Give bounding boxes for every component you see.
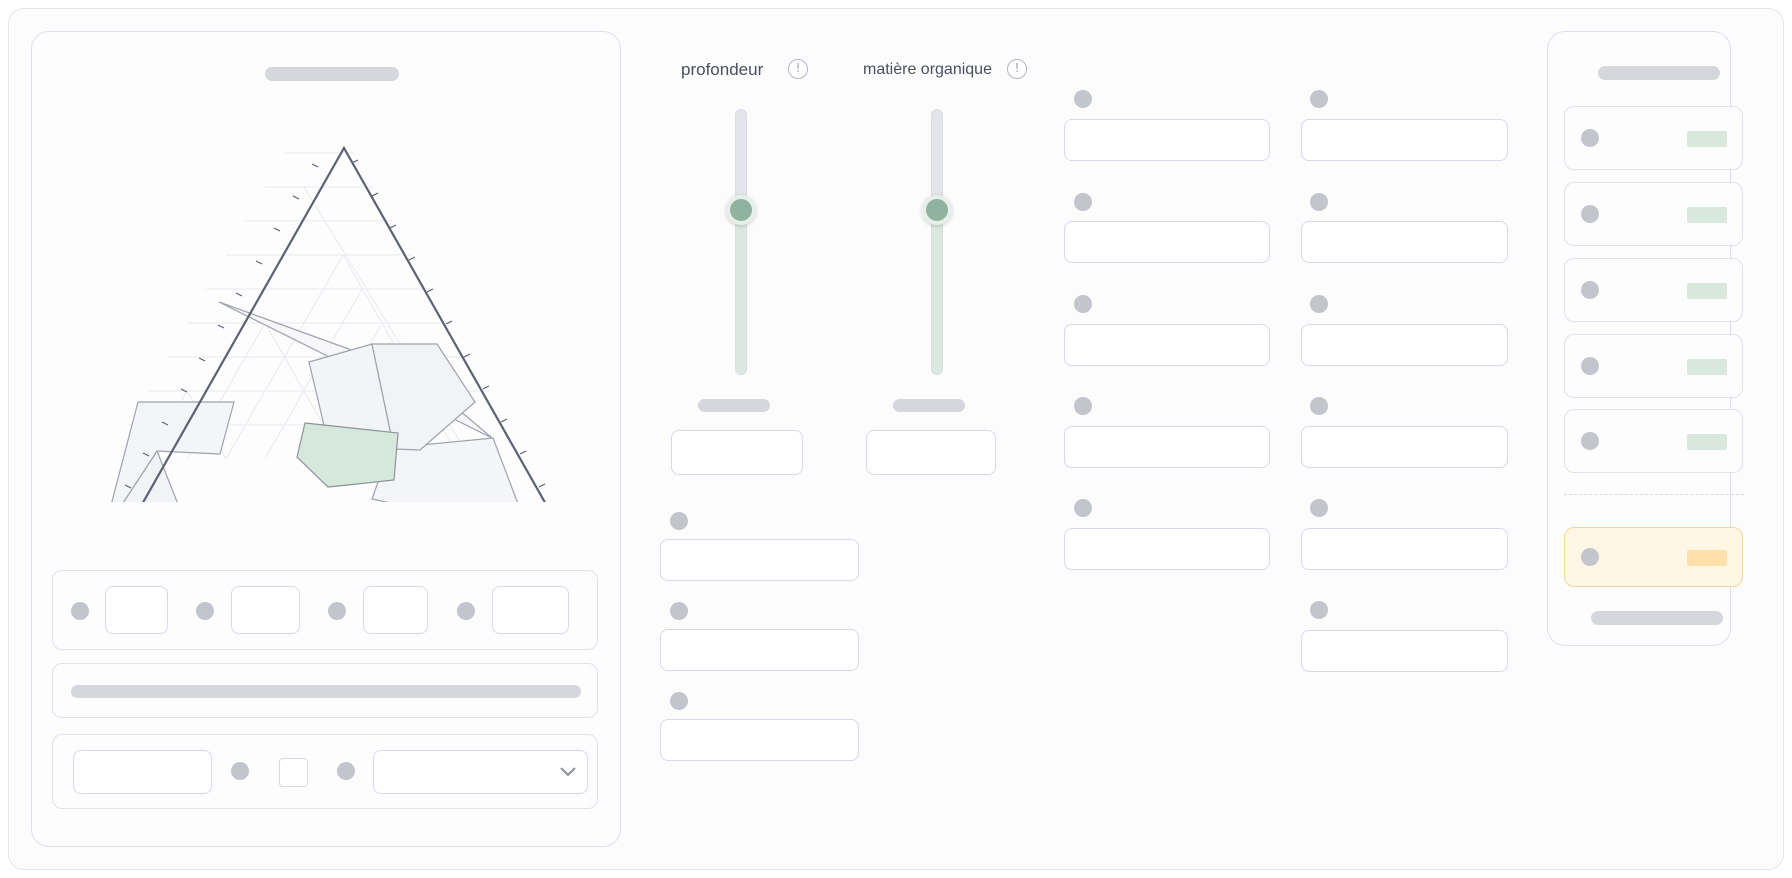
depth-slider-label: profondeur [681,60,764,79]
silt-input[interactable] [231,586,300,634]
organic-matter-slider[interactable] [915,109,959,384]
field-label-placeholder [1074,499,1092,517]
field-label-placeholder [1310,499,1328,517]
option-checkbox[interactable] [279,758,308,787]
texture-result-card [52,663,598,718]
clay-label-placeholder [328,602,346,620]
clay-input[interactable] [363,586,428,634]
triangle-outline [142,145,546,502]
field-label-placeholder [670,602,688,620]
result-item-swatch [1687,283,1727,299]
result-item-marker [1581,432,1599,450]
result-item-swatch [1687,550,1727,566]
result-item[interactable] [1564,409,1743,473]
results-footer-placeholder [1591,611,1723,625]
form-input-a3[interactable] [1064,324,1270,366]
region-silty-clay [371,343,476,451]
field-label-placeholder [1310,601,1328,619]
sand-input[interactable] [105,586,168,634]
field-label-placeholder [670,692,688,710]
result-item-marker [1581,129,1599,147]
form-input-b1[interactable] [1301,119,1508,161]
options-card [52,734,598,809]
app-window: profondeur ! matière organique ! [8,8,1784,870]
sand-label-placeholder [71,602,89,620]
info-icon[interactable]: ! [1007,59,1027,79]
parameter-input-1[interactable] [660,539,859,581]
result-item-highlighted[interactable] [1564,527,1743,587]
triangle-panel-title-placeholder [265,67,399,81]
organic-slider-track [931,109,943,375]
field-label-placeholder [1074,397,1092,415]
form-input-b6[interactable] [1301,630,1508,672]
gravel-input[interactable] [492,586,569,634]
form-input-b4[interactable] [1301,426,1508,468]
field-label-placeholder [1074,295,1092,313]
result-item[interactable] [1564,182,1743,246]
option-select[interactable] [373,750,588,794]
fraction-inputs-card [52,570,598,650]
result-item-marker [1581,205,1599,223]
texture-result-placeholder [71,685,581,698]
result-item-swatch [1687,131,1727,147]
form-input-a1[interactable] [1064,119,1270,161]
region-loam-selected [296,422,399,488]
depth-slider[interactable] [719,109,763,384]
field-label-placeholder [1074,193,1092,211]
axis-ticks [124,159,546,489]
result-item-swatch [1687,359,1727,375]
field-label-placeholder [1310,397,1328,415]
result-item-swatch [1687,434,1727,450]
info-icon[interactable]: ! [788,59,808,79]
field-label-placeholder [1310,193,1328,211]
soil-texture-triangle[interactable] [32,32,622,502]
result-item-marker [1581,548,1599,566]
field-label-placeholder [1310,295,1328,313]
depth-value-caption [698,399,770,412]
organic-value-input[interactable] [866,430,996,475]
form-input-a2[interactable] [1064,221,1270,263]
results-divider [1564,494,1744,495]
result-item-marker [1581,357,1599,375]
parameter-input-3[interactable] [660,719,859,761]
region-sandy-loam [111,401,235,502]
field-label-placeholder [1310,90,1328,108]
result-item[interactable] [1564,334,1743,398]
results-panel-title-placeholder [1598,66,1720,80]
results-panel [1547,31,1744,646]
form-input-b2[interactable] [1301,221,1508,263]
result-item-swatch [1687,207,1727,223]
organic-matter-slider-label: matière organique [863,61,992,78]
depth-value-input[interactable] [671,430,803,475]
result-item[interactable] [1564,106,1743,170]
silt-label-placeholder [196,602,214,620]
organic-value-caption [893,399,965,412]
form-input-b3[interactable] [1301,324,1508,366]
select-label-placeholder [337,762,355,780]
form-input-a4[interactable] [1064,426,1270,468]
texture-class-regions [111,301,519,502]
field-label-placeholder [1074,90,1092,108]
result-item[interactable] [1564,258,1743,322]
depth-slider-track [735,109,747,375]
parameter-input-2[interactable] [660,629,859,671]
organic-slider-thumb[interactable] [922,195,952,225]
depth-slider-thumb[interactable] [726,195,756,225]
result-item-marker [1581,281,1599,299]
form-input-a5[interactable] [1064,528,1270,570]
option-text-input[interactable] [73,750,212,794]
field-label-placeholder [670,512,688,530]
option-label-placeholder [231,762,249,780]
form-input-b5[interactable] [1301,528,1508,570]
texture-triangle-panel [31,31,621,847]
chevron-down-icon [560,767,576,777]
gravel-label-placeholder [457,602,475,620]
